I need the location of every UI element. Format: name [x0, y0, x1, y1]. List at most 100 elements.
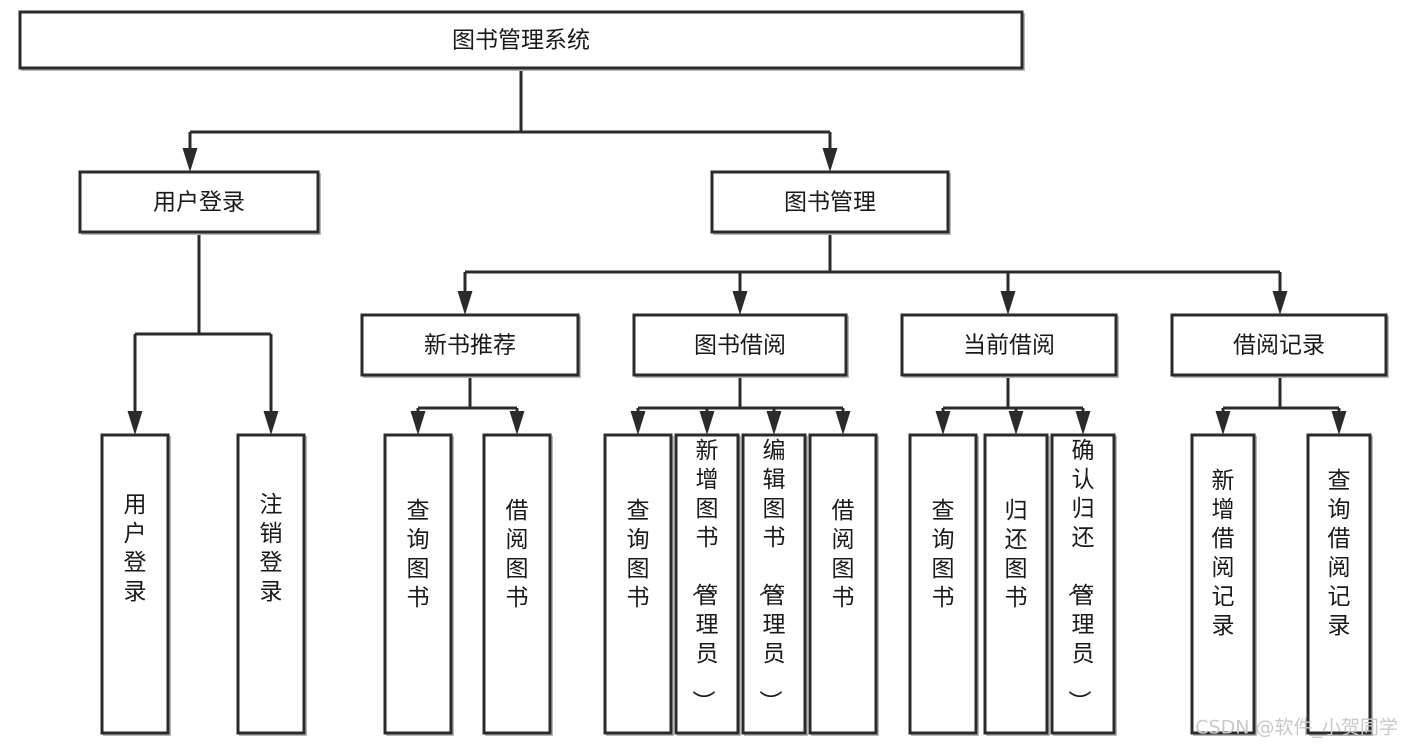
- current-borrow-branch-drop-2-arrowhead: [1075, 411, 1091, 435]
- node-label-char: 查: [407, 498, 430, 524]
- node-box[interactable]: [900, 313, 1118, 377]
- node-label-char: 书: [932, 585, 955, 611]
- node-label-vertical: 归还图书: [1005, 498, 1028, 611]
- node-label: 当前借阅: [963, 333, 1055, 359]
- node-label-char: 员: [696, 641, 719, 667]
- node-label-char: 编: [763, 438, 786, 464]
- borrow-records-branch-drop-1-arrowhead: [1331, 411, 1347, 435]
- node-box[interactable]: [236, 433, 306, 735]
- node-label-char: 查: [627, 498, 650, 524]
- node-box[interactable]: [383, 433, 453, 735]
- node-book-management[interactable]: 图书管理: [710, 170, 951, 235]
- node-label-vertical: 查询借阅记录: [1328, 468, 1351, 639]
- node-current-borrow[interactable]: 当前借阅: [900, 313, 1119, 378]
- node-root[interactable]: 图书管理系统: [18, 10, 1025, 71]
- node-leaf-query-book-recommend[interactable]: 查询图书: [383, 433, 454, 736]
- node-label-char: 查: [1328, 468, 1351, 494]
- node-box[interactable]: [18, 10, 1024, 70]
- node-leaf-add-borrow-record[interactable]: 新增借阅记录: [1190, 433, 1257, 736]
- current-borrow-branch-drop-1-arrowhead: [1008, 411, 1024, 435]
- management-branch-drop-1-arrowhead: [732, 291, 748, 315]
- node-label-char: 员: [1072, 641, 1095, 667]
- node-box[interactable]: [632, 313, 848, 377]
- node-borrow-records[interactable]: 借阅记录: [1170, 313, 1389, 378]
- node-box[interactable]: [674, 433, 740, 735]
- node-label-char: 录: [124, 579, 147, 605]
- node-book-borrow[interactable]: 图书借阅: [632, 313, 849, 378]
- node-label-char: 还: [1072, 525, 1095, 551]
- node-leaf-return-book[interactable]: 归还图书: [983, 433, 1050, 736]
- node-label-char: 辑: [763, 467, 786, 493]
- node-label-char: ）: [757, 690, 783, 713]
- node-label-char: 录: [1212, 613, 1235, 639]
- node-label: 图书管理系统: [452, 28, 590, 54]
- node-box[interactable]: [741, 433, 807, 735]
- node-label-char: 新: [696, 438, 719, 464]
- node-leaf-edit-book[interactable]: 编辑图书（管理员）: [741, 433, 808, 736]
- node-label-char: 注: [260, 492, 283, 518]
- node-box[interactable]: [908, 433, 978, 735]
- node-label-char: 书: [506, 585, 529, 611]
- node-label-char: 书: [1005, 585, 1028, 611]
- node-label-char: 用: [124, 492, 147, 518]
- node-leaf-confirm-return[interactable]: 确认归还（管理员）: [1050, 433, 1117, 736]
- node-leaf-query-book-current[interactable]: 查询图书: [908, 433, 979, 736]
- node-box[interactable]: [710, 170, 950, 234]
- node-label-char: 认: [1072, 467, 1095, 493]
- node-label-char: （: [690, 574, 716, 597]
- new-book-recommend-branch-drop-0-arrowhead: [410, 411, 426, 435]
- node-label-char: 增: [1212, 497, 1235, 523]
- node-label-char: 询: [1328, 497, 1351, 523]
- node-label-char: 图: [407, 556, 430, 582]
- new-book-recommend-branch-drop-1-arrowhead: [509, 411, 525, 435]
- node-label-char: 录: [1328, 613, 1351, 639]
- node-label-vertical: 借阅图书: [506, 498, 529, 611]
- node-label-char: 借: [1212, 526, 1235, 552]
- node-leaf-add-book[interactable]: 新增图书（管理员）: [674, 433, 741, 736]
- node-box[interactable]: [100, 433, 170, 735]
- node-box[interactable]: [808, 433, 878, 735]
- book-borrow-branch-drop-3-arrowhead: [835, 411, 851, 435]
- node-label-vertical: 编辑图书（管理员）: [757, 438, 786, 713]
- node-box[interactable]: [983, 433, 1049, 735]
- node-leaf-query-borrow-record[interactable]: 查询借阅记录: [1306, 433, 1373, 736]
- node-leaf-user-login[interactable]: 用户登录: [100, 433, 171, 736]
- node-leaf-borrow-book[interactable]: 借阅图书: [808, 433, 879, 736]
- book-borrow-branch-drop-1-arrowhead: [699, 411, 715, 435]
- node-box[interactable]: [1306, 433, 1372, 735]
- node-label-char: （: [757, 574, 783, 597]
- node-label-char: 书: [627, 585, 650, 611]
- node-label-char: 户: [124, 521, 147, 547]
- node-label-char: 录: [260, 579, 283, 605]
- node-label-char: 图: [506, 556, 529, 582]
- login-branch-drop-0-arrowhead: [127, 411, 143, 435]
- node-box[interactable]: [360, 313, 580, 377]
- node-box[interactable]: [1050, 433, 1116, 735]
- node-label: 图书借阅: [694, 333, 786, 359]
- node-label-char: 书: [407, 585, 430, 611]
- book-borrow-branch-drop-0-arrowhead: [630, 411, 646, 435]
- current-borrow-branch-drop-0-arrowhead: [935, 411, 951, 435]
- node-label-char: 归: [1005, 498, 1028, 524]
- node-box[interactable]: [78, 170, 320, 234]
- node-leaf-logout[interactable]: 注销登录: [236, 433, 307, 736]
- node-box[interactable]: [1190, 433, 1256, 735]
- node-new-book-recommend[interactable]: 新书推荐: [360, 313, 581, 378]
- root-branch-drop-1-arrowhead: [822, 148, 838, 172]
- node-leaf-query-book-borrow[interactable]: 查询图书: [603, 433, 674, 736]
- node-user-login[interactable]: 用户登录: [78, 170, 321, 235]
- node-label-char: 理: [696, 612, 719, 638]
- node-label-char: 询: [932, 527, 955, 553]
- node-box[interactable]: [1170, 313, 1388, 377]
- node-label-vertical: 确认归还（管理员）: [1066, 438, 1095, 713]
- node-label-char: 管: [696, 583, 719, 609]
- node-label-char: 阅: [832, 527, 855, 553]
- node-label-char: 管: [1072, 583, 1095, 609]
- borrow-records-branch-drop-0-arrowhead: [1215, 411, 1231, 435]
- node-label-vertical: 注销登录: [260, 492, 283, 605]
- node-label-char: 销: [260, 521, 283, 547]
- node-box[interactable]: [482, 433, 552, 735]
- node-leaf-borrow-book-recommend[interactable]: 借阅图书: [482, 433, 553, 736]
- node-box[interactable]: [603, 433, 673, 735]
